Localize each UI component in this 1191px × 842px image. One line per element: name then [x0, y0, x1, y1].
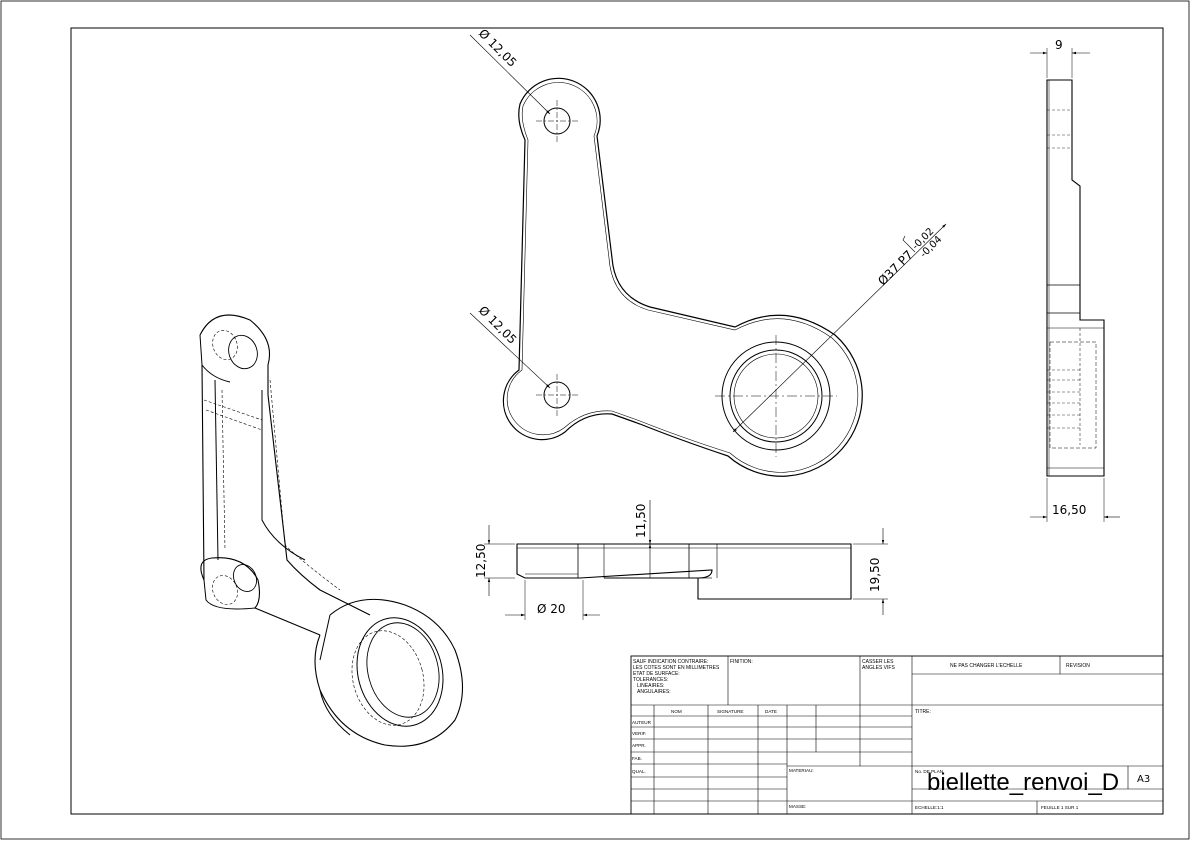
general-note-line-6: ANGULAIRES:: [637, 689, 671, 695]
col-signature: SIGNATURE: [717, 709, 743, 714]
sheet-size: A3: [1137, 774, 1150, 785]
dim-width-side: 16,50: [1052, 503, 1086, 517]
break-edges-line-2: ANGLES VIFS: [862, 665, 895, 671]
sheet-frame: [70, 27, 1164, 815]
iso-hub: [314, 598, 463, 747]
dim-thickness-top: 9: [1055, 38, 1063, 52]
dim-height-left: 12,50: [474, 544, 488, 578]
scale: ECHELLE:1:1: [915, 805, 944, 810]
dim-boss-dia: Ø 20: [537, 602, 566, 616]
mass-label: MASSE:: [789, 804, 806, 809]
general-note-line-4: TOLERANCES:: [633, 677, 668, 683]
bottom-view: [484, 500, 888, 620]
bottom-view-outline: [516, 543, 852, 600]
dim-hole-top: Ø 12,05: [476, 26, 520, 70]
material-label: MATERIAU:: [789, 768, 814, 773]
row-author: AUTEUR: [632, 720, 652, 725]
col-date: DATE: [765, 709, 777, 714]
front-view-inner-outline: [506, 82, 859, 473]
revision-label: REVISION: [1066, 663, 1090, 669]
title-block: [630, 655, 1164, 815]
front-view-outline: [502, 77, 863, 477]
right-view-outline: [1046, 79, 1105, 477]
front-view: [469, 34, 947, 477]
sheet-count: FEUILLE 1 SUR 1: [1041, 805, 1079, 810]
general-note-line-1: SAUF INDICATION CONTRAIRE:: [633, 659, 708, 665]
row-fab: FAB.: [632, 756, 642, 761]
row-check: VERIF.: [632, 731, 646, 736]
iso-arm: [201, 364, 371, 616]
dim-height-hub: 11,50: [634, 504, 648, 538]
col-name: NOM: [671, 709, 682, 714]
dim-bore-tol-bracket: [902, 235, 916, 253]
row-qual: QUAL.: [632, 769, 646, 774]
row-approve: APPR.: [632, 743, 646, 748]
general-note-line-3: ETAT DE SURFACE:: [633, 671, 680, 677]
right-view: [1030, 48, 1120, 522]
general-note-line-5: LINEAIRES:: [637, 683, 665, 689]
iso-top-lug: [199, 314, 271, 395]
dim-bore: Ø37 P7: [875, 248, 916, 289]
break-edges-line-1: CASSER LES: [862, 659, 894, 665]
dim-height-right: 19,50: [868, 558, 882, 592]
finish-label: FINITION:: [730, 659, 753, 665]
iso-bottom-lug: [200, 557, 321, 636]
title-label: TITRE:: [915, 709, 931, 715]
no-scale-note: NE PAS CHANGER L'ECHELLE: [950, 663, 1023, 669]
drawing-number: biellette_renvoi_D: [927, 769, 1119, 796]
isometric-view: [199, 314, 463, 747]
drawing-no-label: No. DE PLAN: [915, 769, 943, 774]
general-note-line-2: LES COTES SONT EN MILLIMETRES: [633, 665, 720, 671]
